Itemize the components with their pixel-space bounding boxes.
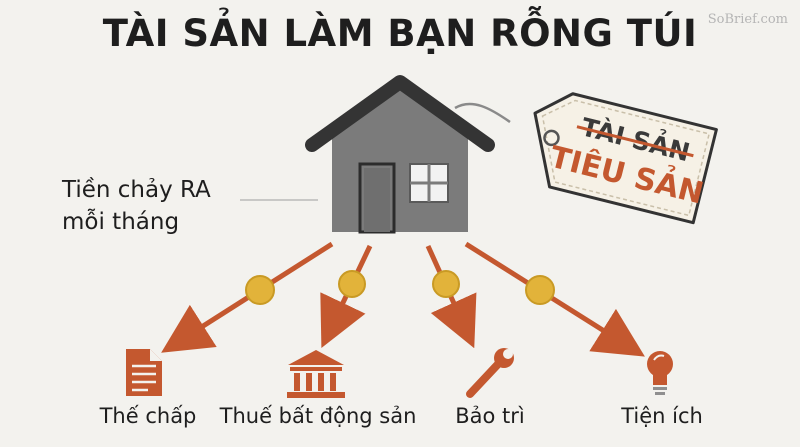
page-title: TÀI SẢN LÀM BẠN RỖNG TÚI: [102, 12, 698, 55]
house-icon: [305, 75, 495, 234]
coin-icon: [245, 275, 275, 305]
document-icon: [126, 349, 162, 396]
tag-string: [454, 102, 511, 124]
expense-arrows: [161, 241, 645, 357]
expense-label-property-tax: Thuế bất động sản: [219, 404, 417, 428]
cash-flow-label-line-1: Tiền chảy RA: [62, 177, 211, 203]
coin-icon: [525, 275, 555, 305]
house-window: [409, 163, 449, 203]
expense-label-utilities: Tiện ích: [621, 404, 703, 428]
expense-label-mortgage: Thế chấp: [99, 404, 197, 428]
bank-building-icon: [287, 350, 345, 398]
tag-hole: [543, 129, 560, 147]
expense-label-maintenance: Bảo trì: [455, 404, 525, 428]
coin-icon: [432, 270, 460, 298]
wrench-icon: [466, 348, 514, 398]
coin-icon: [338, 270, 366, 298]
watermark: SoBrief.com: [707, 12, 788, 27]
lightbulb-icon: [647, 351, 673, 395]
cash-flow-label-line-2: mỗi tháng: [62, 209, 180, 235]
price-tag: TÀI SẢN TIÊU SẢN: [533, 92, 718, 225]
tag-strike-line: [576, 125, 694, 158]
cash-flow-label: Tiền chảy RA mỗi tháng: [62, 174, 211, 238]
